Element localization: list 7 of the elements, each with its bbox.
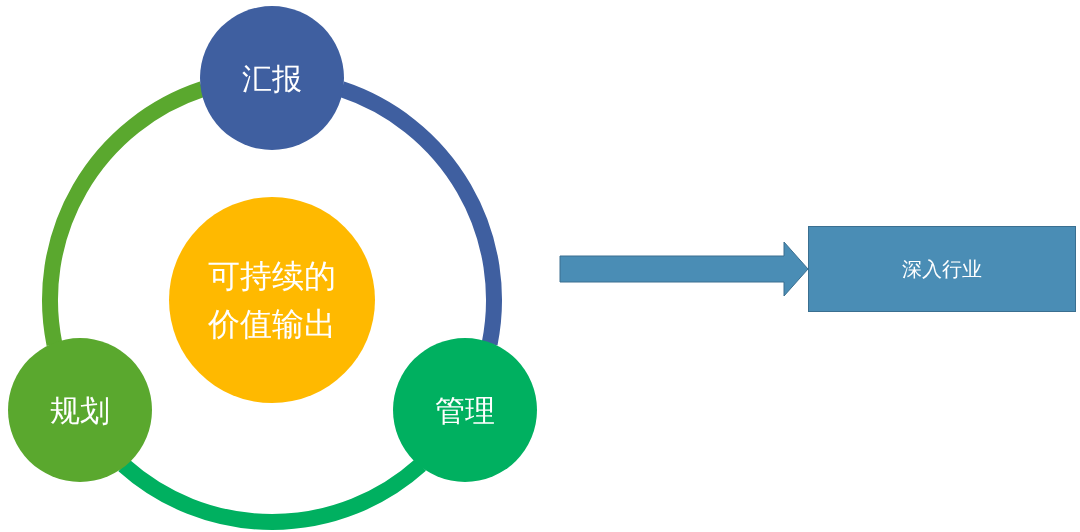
stage-circle: 管理	[393, 338, 537, 482]
block-arrow	[559, 241, 809, 297]
center-circle: 可持续的价值输出	[169, 197, 375, 403]
stage-circle: 汇报	[200, 6, 344, 150]
stage-circle: 规划	[8, 338, 152, 482]
process-box: 深入行业	[808, 226, 1076, 312]
connector-arc	[118, 458, 426, 530]
